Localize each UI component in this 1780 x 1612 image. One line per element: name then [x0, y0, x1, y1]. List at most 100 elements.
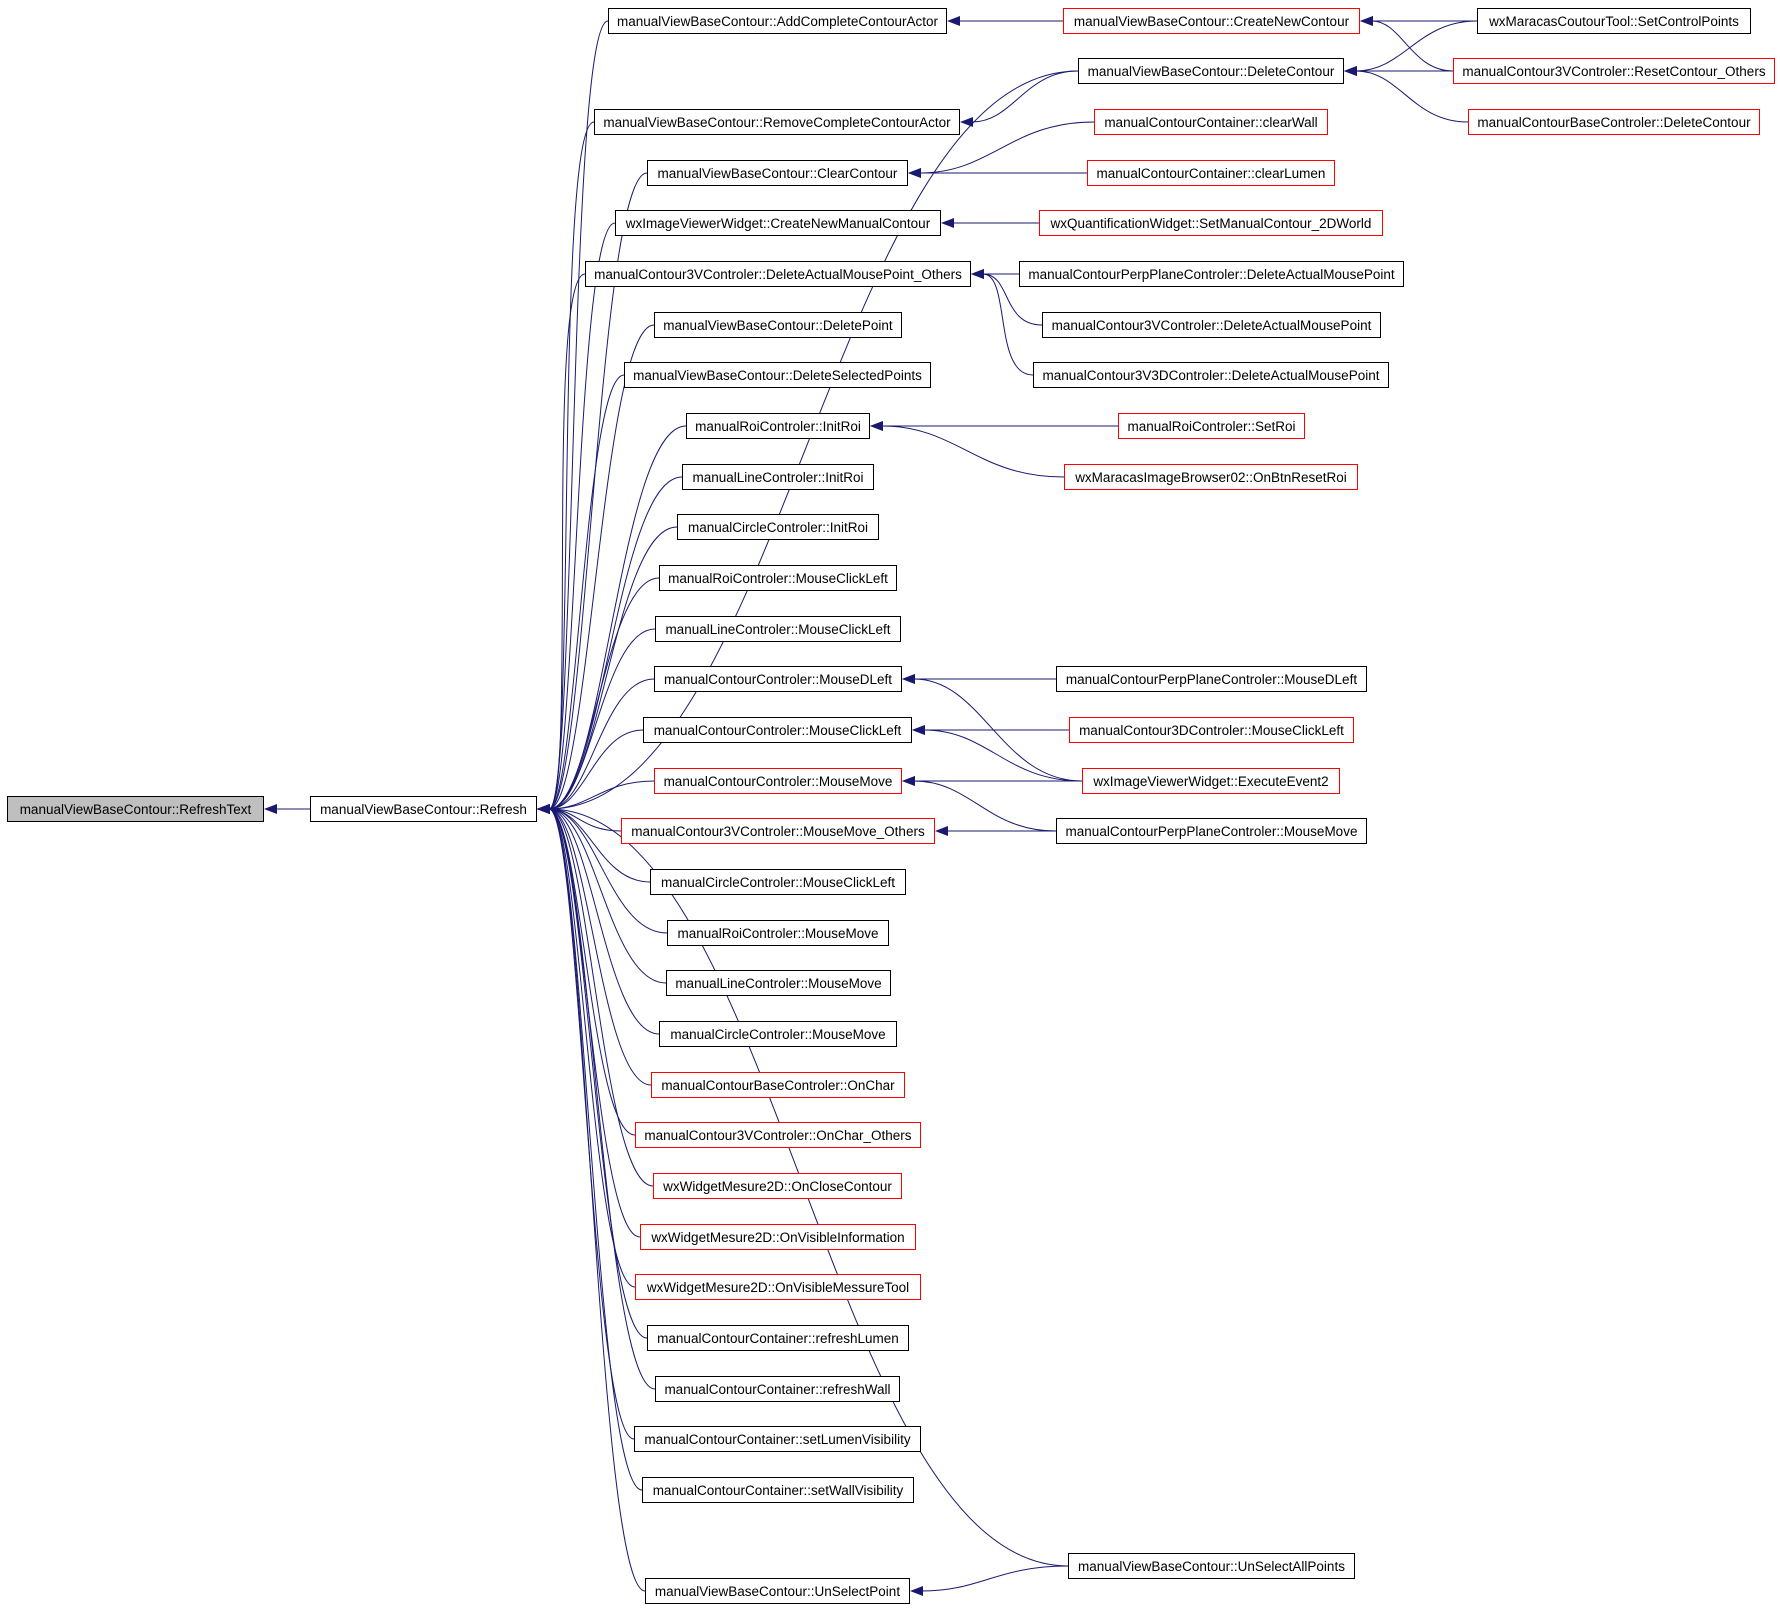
node-circle-mousemove[interactable]: manualCircleControler::MouseMove	[659, 1021, 897, 1047]
edge-deletecontour-to-refresh	[548, 70, 1079, 810]
node-executeevent2[interactable]: wxImageViewerWidget::ExecuteEvent2	[1082, 768, 1340, 794]
edge-line-mousemove-to-refresh	[548, 808, 667, 984]
edge-line-mouseclickleft-to-refresh	[548, 628, 656, 810]
node-circle-initroi[interactable]: manualCircleControler::InitRoi	[677, 514, 879, 540]
edge-unselectpoint-to-refresh	[548, 808, 646, 1592]
node-line-mousemove[interactable]: manualLineControler::MouseMove	[666, 970, 891, 996]
edge-base-deletecontour-to-deletecontour	[1355, 70, 1469, 123]
node-setmanualcontour-2dworld[interactable]: wxQuantificationWidget::SetManualContour…	[1039, 210, 1383, 236]
node-deletecontour[interactable]: manualViewBaseContour::DeleteContour	[1078, 58, 1344, 84]
node-3v-deleteactualmousepoint[interactable]: manualContour3VControler::DeleteActualMo…	[1042, 312, 1381, 338]
node-onbtnresetroi[interactable]: wxMaracasImageBrowser02::OnBtnResetRoi	[1064, 464, 1358, 490]
arrowhead-contour-mouseclickleft	[912, 725, 925, 735]
edge-refreshwall-to-refresh	[548, 808, 656, 1390]
node-createnewmanualcontour[interactable]: wxImageViewerWidget::CreateNewManualCont…	[615, 210, 941, 236]
node-roi-setroi[interactable]: manualRoiControler::SetRoi	[1118, 413, 1305, 439]
node-removecompletecontouractor[interactable]: manualViewBaseContour::RemoveCompleteCon…	[594, 109, 960, 135]
node-roi-initroi[interactable]: manualRoiControler::InitRoi	[686, 413, 870, 439]
edge-3v3d-deleteactualmousepoint-to-deleteactualmousepoint-others	[982, 273, 1034, 376]
arrowhead-contour-mousemove	[902, 776, 915, 786]
arrowhead-deletecontour	[1344, 66, 1357, 76]
edge-setcontrolpoints-to-deletecontour	[1355, 20, 1478, 72]
node-setlumenvisibility[interactable]: manualContourContainer::setLumenVisibili…	[634, 1426, 921, 1452]
arrowhead-removecompletecontouractor	[960, 117, 973, 127]
node-setcontrolpoints[interactable]: wxMaracasCoutourTool::SetControlPoints	[1477, 8, 1751, 34]
node-line-initroi[interactable]: manualLineControler::InitRoi	[682, 464, 874, 490]
node-line-mouseclickleft[interactable]: manualLineControler::MouseClickLeft	[655, 616, 901, 642]
edge-resetcontour-others-to-createnewcontour	[1371, 20, 1454, 72]
node-base-onchar[interactable]: manualContourBaseControler::OnChar	[651, 1072, 905, 1098]
node-deletepoint[interactable]: manualViewBaseContour::DeletePoint	[654, 312, 902, 338]
node-3v3d-deleteactualmousepoint[interactable]: manualContour3V3DControler::DeleteActual…	[1033, 362, 1389, 388]
arrowhead-createnewcontour	[1360, 16, 1373, 26]
edge-line-initroi-to-refresh	[548, 476, 683, 810]
arrowhead-refresh	[537, 804, 550, 814]
node-resetcontour-others[interactable]: manualContour3VControler::ResetContour_O…	[1453, 58, 1775, 84]
arrowhead-createnewmanualcontour	[941, 218, 954, 228]
edge-perpplane-mousemove-to-contour-mousemove	[913, 780, 1057, 832]
edge-roi-mouseclickleft-to-refresh	[548, 577, 660, 810]
node-onvisibleinformation[interactable]: wxWidgetMesure2D::OnVisibleInformation	[640, 1224, 916, 1250]
node-refreshwall[interactable]: manualContourContainer::refreshWall	[655, 1376, 900, 1402]
arrowhead-refreshtext	[264, 804, 277, 814]
edge-executeevent2-to-contour-mouseclickleft	[923, 729, 1083, 782]
node-clearwall[interactable]: manualContourContainer::clearWall	[1094, 109, 1328, 135]
node-contour-mousedleft[interactable]: manualContourControler::MouseDLeft	[654, 666, 902, 692]
edge-onvisiblemessuretool-to-refresh	[548, 808, 636, 1288]
node-circle-mouseclickleft[interactable]: manualCircleControler::MouseClickLeft	[650, 869, 906, 895]
edge-clearcontour-to-refresh	[548, 172, 648, 810]
node-clearcontour[interactable]: manualViewBaseContour::ClearContour	[647, 160, 908, 186]
node-setwallvisibility[interactable]: manualContourContainer::setWallVisibilit…	[642, 1477, 914, 1503]
arrowhead-roi-initroi	[870, 421, 883, 431]
edge-deleteselectedpoints-to-refresh	[548, 374, 625, 810]
node-deleteselectedpoints[interactable]: manualViewBaseContour::DeleteSelectedPoi…	[624, 362, 931, 388]
node-onclosecontour[interactable]: wxWidgetMesure2D::OnCloseContour	[653, 1173, 902, 1199]
arrowhead-deleteactualmousepoint-others	[971, 269, 984, 279]
node-roi-mousemove[interactable]: manualRoiControler::MouseMove	[667, 920, 889, 946]
edge-deletepoint-to-refresh	[548, 324, 655, 810]
edge-setwallvisibility-to-refresh	[548, 808, 643, 1491]
edge-contour-mouseclickleft-to-refresh	[548, 729, 644, 810]
edge-onbtnresetroi-to-roi-initroi	[881, 425, 1065, 478]
node-onvisiblemessuretool[interactable]: wxWidgetMesure2D::OnVisibleMessureTool	[635, 1274, 921, 1300]
node-base-deletecontour[interactable]: manualContourBaseControler::DeleteContou…	[1468, 109, 1760, 135]
edge-addcompletecontouractor-to-refresh	[548, 20, 609, 810]
node-unselectpoint[interactable]: manualViewBaseContour::UnSelectPoint	[645, 1578, 910, 1604]
node-deleteactualmousepoint-others[interactable]: manualContour3VControler::DeleteActualMo…	[585, 261, 971, 287]
node-perpplane-mousedleft[interactable]: manualContourPerpPlaneControler::MouseDL…	[1056, 666, 1367, 692]
edge-contour-mousedleft-to-refresh	[548, 678, 655, 810]
node-unselectallpoints[interactable]: manualViewBaseContour::UnSelectAllPoints	[1068, 1553, 1355, 1579]
edge-onclosecontour-to-refresh	[548, 808, 654, 1187]
node-addcompletecontouractor[interactable]: manualViewBaseContour::AddCompleteContou…	[608, 8, 947, 34]
arrowhead-contour-mousedleft	[902, 674, 915, 684]
node-3d-mouseclickleft[interactable]: manualContour3DControler::MouseClickLeft	[1069, 717, 1354, 743]
node-createnewcontour[interactable]: manualViewBaseContour::CreateNewContour	[1063, 8, 1360, 34]
edge-clearwall-to-clearcontour	[919, 121, 1095, 174]
node-roi-mouseclickleft[interactable]: manualRoiControler::MouseClickLeft	[659, 565, 897, 591]
edge-deletecontour-to-removecompletecontouractor	[971, 70, 1079, 123]
edge-unselectallpoints-to-unselectpoint	[921, 1565, 1069, 1592]
node-refresh[interactable]: manualViewBaseContour::Refresh	[310, 796, 537, 822]
edge-deleteactualmousepoint-others-to-refresh	[548, 273, 586, 810]
node-clearlumen[interactable]: manualContourContainer::clearLumen	[1087, 160, 1335, 186]
edge-refreshlumen-to-refresh	[548, 808, 648, 1339]
node-contour-mousemove[interactable]: manualContourControler::MouseMove	[654, 768, 902, 794]
node-onchar-others[interactable]: manualContour3VControler::OnChar_Others	[635, 1122, 921, 1148]
edge-3v-deleteactualmousepoint-to-deleteactualmousepoint-others	[982, 273, 1043, 326]
edge-base-onchar-to-refresh	[548, 808, 652, 1086]
edge-createnewmanualcontour-to-refresh	[548, 222, 616, 810]
node-perpplane-deleteactualmousepoint[interactable]: manualContourPerpPlaneControler::DeleteA…	[1019, 261, 1404, 287]
edge-roi-mousemove-to-refresh	[548, 808, 668, 934]
node-contour-mouseclickleft[interactable]: manualContourControler::MouseClickLeft	[643, 717, 912, 743]
node-refreshlumen[interactable]: manualContourContainer::refreshLumen	[647, 1325, 909, 1351]
node-mousemove-others[interactable]: manualContour3VControler::MouseMove_Othe…	[621, 818, 935, 844]
edge-removecompletecontouractor-to-refresh	[548, 121, 595, 810]
edge-circle-mousemove-to-refresh	[548, 808, 660, 1035]
arrowhead-clearcontour	[908, 168, 921, 178]
node-perpplane-mousemove[interactable]: manualContourPerpPlaneControler::MouseMo…	[1056, 818, 1367, 844]
arrowhead-mousemove-others	[935, 826, 948, 836]
node-refreshtext: manualViewBaseContour::RefreshText	[7, 796, 264, 822]
arrowhead-unselectpoint	[910, 1586, 923, 1596]
arrowhead-addcompletecontouractor	[947, 16, 960, 26]
